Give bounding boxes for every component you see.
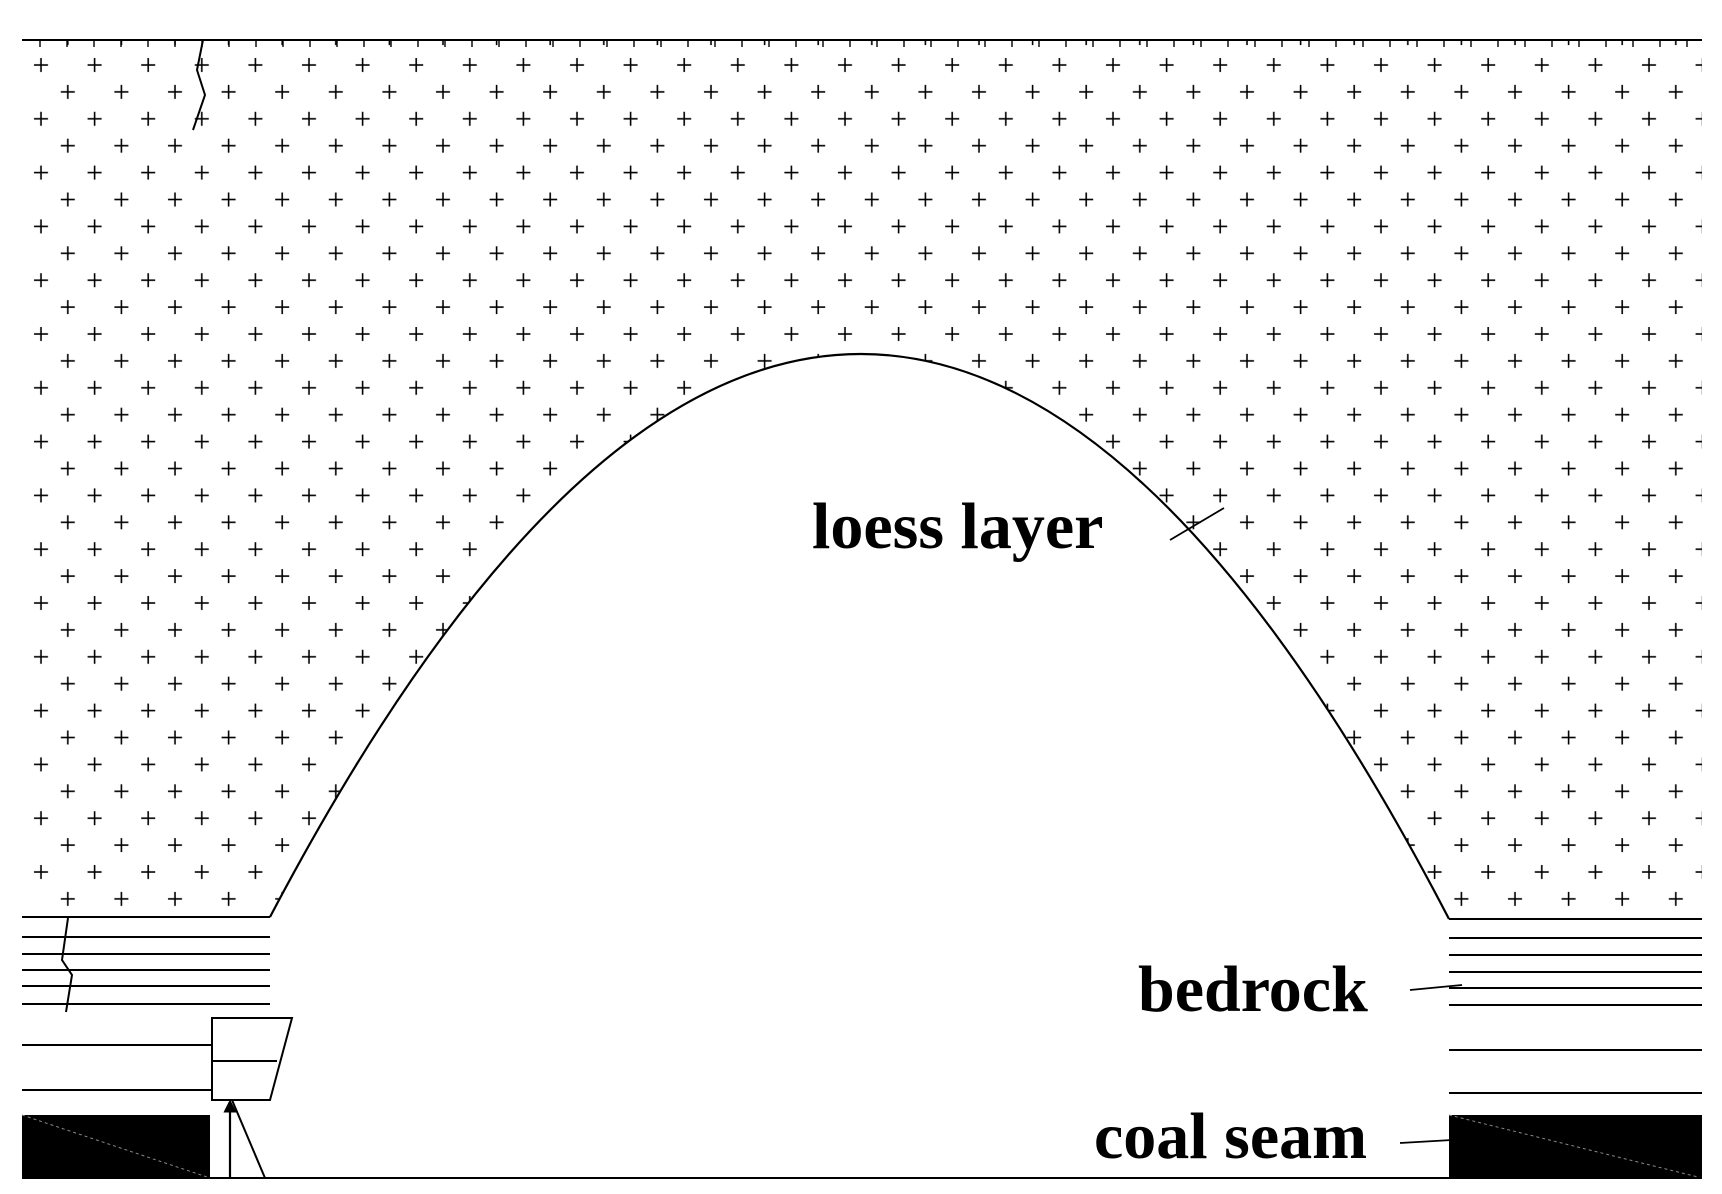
bedrock-label: bedrock xyxy=(1138,953,1368,1026)
left-coal-seam xyxy=(21,1114,211,1179)
bedrock-leader-line xyxy=(1409,984,1463,991)
goaf-arch-boundary xyxy=(269,352,1450,920)
zigzag-crack-icon xyxy=(192,39,207,131)
right-bedrock-strata xyxy=(1449,918,1702,1094)
coal-seam-label: coal seam xyxy=(1094,1100,1367,1173)
surface-ticks xyxy=(39,40,1688,47)
loess-leader-line xyxy=(1169,507,1225,541)
left-caving-block xyxy=(211,1017,294,1179)
left-bedrock-strata xyxy=(22,916,270,1091)
bedrock-crack xyxy=(60,917,74,1013)
loess-layer xyxy=(22,39,1702,919)
loess-layer-label: loess layer xyxy=(812,490,1103,563)
coal-leader-line xyxy=(1399,1139,1453,1144)
right-coal-seam xyxy=(1448,1114,1703,1179)
